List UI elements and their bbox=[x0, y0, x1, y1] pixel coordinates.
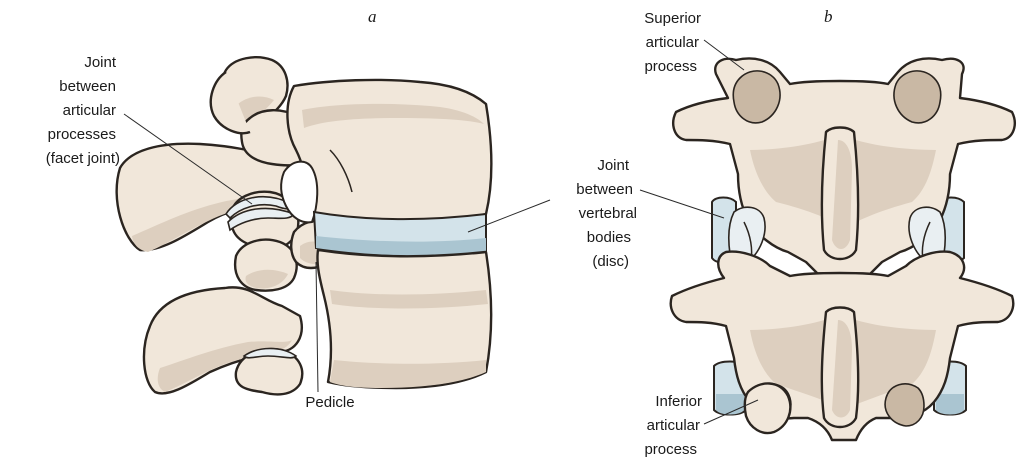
label-inferior-articular: Inferior articular process bbox=[644, 393, 702, 458]
label-facet-joint-line-3: articular bbox=[63, 102, 116, 119]
label-superior-line-3: process bbox=[644, 58, 697, 75]
label-facet-joint-line-2: between bbox=[59, 78, 116, 95]
label-disc-line-5: (disc) bbox=[592, 253, 629, 270]
lower-vertebral-body bbox=[317, 250, 491, 388]
leader-pedicle bbox=[316, 262, 318, 392]
label-inferior-line-2: articular bbox=[647, 417, 700, 434]
posterior-inferior-process bbox=[745, 383, 791, 433]
label-superior-articular: Superior articular process bbox=[644, 10, 701, 75]
label-disc-line-2: between bbox=[576, 181, 633, 198]
label-facet-joint: Joint between articular processes (facet… bbox=[46, 54, 120, 167]
panel-b-letter: b bbox=[824, 7, 833, 26]
label-pedicle: Pedicle bbox=[305, 394, 354, 411]
label-inferior-line-1: Inferior bbox=[655, 393, 702, 410]
middle-articular-process bbox=[235, 240, 297, 291]
label-inferior-line-3: process bbox=[644, 441, 697, 458]
label-disc-line-4: bodies bbox=[587, 229, 631, 246]
lower-inferior-process bbox=[236, 349, 302, 395]
label-facet-joint-line-5: (facet joint) bbox=[46, 150, 120, 167]
upper-vertebral-body bbox=[281, 80, 491, 222]
label-superior-line-2: articular bbox=[646, 34, 699, 51]
label-facet-joint-line-4: processes bbox=[48, 126, 116, 143]
label-disc-line-1: Joint bbox=[597, 157, 630, 174]
label-superior-line-1: Superior bbox=[644, 10, 701, 27]
label-vertebral-disc: Joint between vertebral bodies (disc) bbox=[576, 157, 637, 270]
panel-a-illustration bbox=[117, 57, 492, 394]
panel-a-letter: a bbox=[368, 7, 377, 26]
panel-b-illustration bbox=[671, 59, 1015, 441]
label-disc-line-3: vertebral bbox=[579, 205, 637, 222]
intervertebral-disc bbox=[314, 212, 486, 255]
label-facet-joint-line-1: Joint bbox=[84, 54, 117, 71]
